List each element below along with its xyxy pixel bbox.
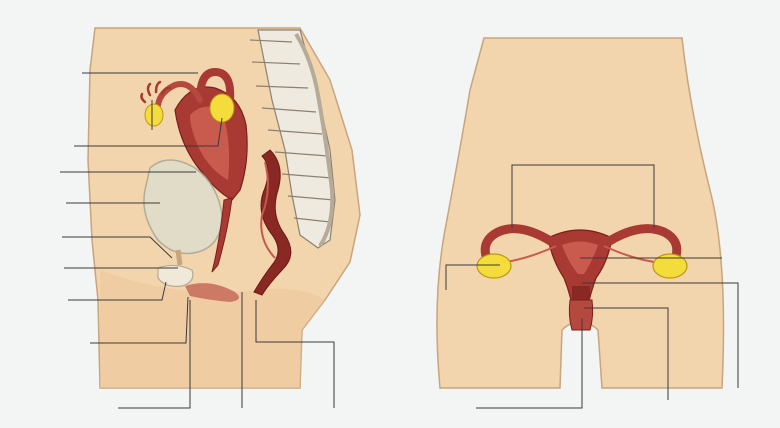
pubic-bone [158,265,193,286]
frontal-cervix [572,286,590,300]
ovary-small [145,104,163,126]
frontal-torso-outline [437,38,724,388]
frontal-ovary-left [477,254,511,278]
ovary [210,94,234,122]
frontal-vagina [569,300,592,330]
frontal-view-figure [437,38,724,388]
sagittal-section-figure [88,28,360,388]
